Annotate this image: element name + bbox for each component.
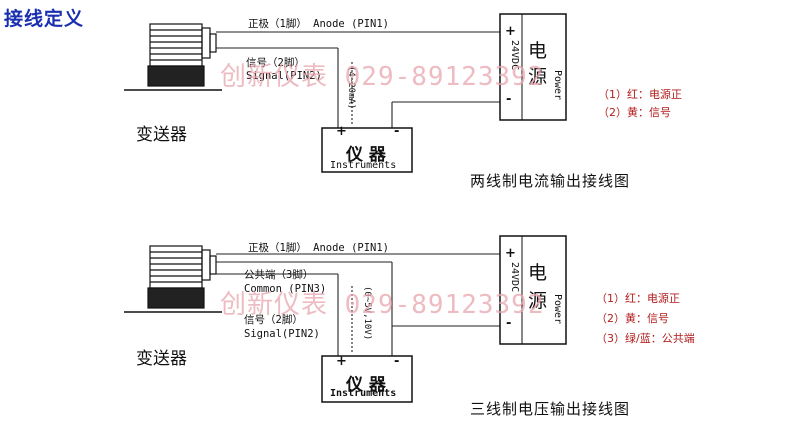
power-minus: - [506,92,512,107]
pin2-label-cn: 信号（2脚） [244,314,303,326]
power-label-cn-2: 源 [528,290,548,312]
legend-item: （2）黄：信号 [596,312,669,325]
power-label-cn-1: 电 [528,40,548,62]
top-wires [216,31,500,128]
power-plus: + [505,246,516,261]
instrument-box [321,127,413,173]
power-plus: + [505,24,516,39]
power-supply-box [499,13,567,121]
pin1-label: 正极（1脚） Anode (PIN1) [248,242,390,254]
transmitter-label: 变送器 [136,125,187,145]
legend-item: （1）红：电源正 [598,88,682,101]
sensor-icon [124,23,222,91]
bottom-wires [216,253,500,356]
power-supply-box [499,235,567,345]
instrument-minus: - [394,354,400,369]
watermark-text: 创新仪表 029-89123392 [220,62,545,92]
diagram-caption: 三线制电压输出接线图 [470,400,631,418]
instrument-plus: + [336,354,347,369]
pin3-label-en: Common (PIN3) [244,283,327,295]
pin2-label-en: Signal(PIN2) [244,328,320,340]
watermark-text: 创新仪表 029-89123392 [220,290,545,320]
legend-item: （1）红：电源正 [596,292,680,305]
page-title: 接线定义 [4,8,85,30]
instrument-label-en: Instruments [330,388,397,399]
legend-item: （3）绿/蓝：公共端 [596,332,695,345]
pin2-label-cn: 信号（2脚） [246,57,305,69]
power-label-en: Power [552,294,563,325]
instrument-label-en: Instruments [330,160,397,171]
legend-item: （2）黄：信号 [598,106,671,119]
power-label-en: Power [552,70,563,101]
power-minus: - [506,316,512,331]
instrument-minus: - [394,124,400,139]
pin2-label-en: Signal(PIN2) [246,70,322,82]
instrument-label-cn: 仪 器 [346,375,386,395]
power-label-cn-2: 源 [528,66,548,88]
instrument-box [321,355,413,403]
instrument-plus: + [336,124,347,139]
power-label-cn-1: 电 [528,262,548,284]
diagram-caption: 两线制电流输出接线图 [470,172,631,190]
transmitter-label: 变送器 [136,349,187,369]
sensor-icon [124,245,222,313]
pin1-label: 正极（1脚） Anode (PIN1) [248,18,390,30]
pin3-label-cn: 公共端（3脚） [244,269,314,281]
instrument-label-cn: 仪 器 [346,145,386,165]
